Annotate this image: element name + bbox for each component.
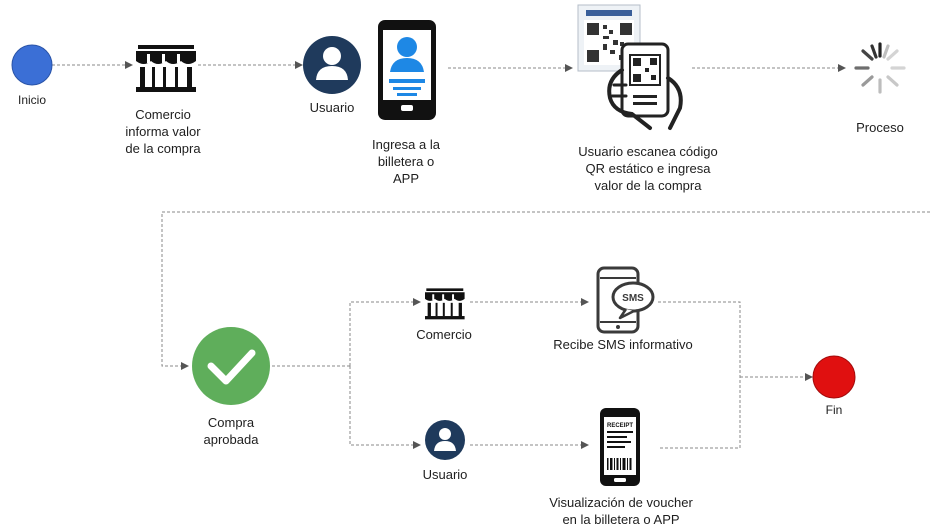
proceso-label: Proceso — [856, 120, 904, 135]
user-avatar-icon — [303, 36, 361, 94]
qr-scan-icon — [577, 4, 683, 130]
connector-sms-merge — [658, 301, 741, 449]
escanea-line-3: valor de la compra — [594, 178, 702, 193]
ingresa-label: Ingresa a la billetera o APP — [354, 136, 458, 187]
inicio-label: Inicio — [17, 93, 46, 107]
fin-label: Fin — [825, 403, 843, 417]
comercio-informa-line-2: informa valor — [125, 124, 201, 139]
connectors — [52, 61, 930, 449]
start-node-icon — [11, 44, 53, 86]
approved-check-icon — [192, 327, 270, 405]
ingresa-line-2: billetera o — [377, 154, 435, 169]
voucher-label: Visualización de voucher en la billetera… — [526, 494, 716, 528]
comercio-informa-line-3: de la compra — [125, 141, 201, 156]
end-node-icon — [812, 355, 856, 399]
compra-aprobada-label: Compra aprobada — [186, 414, 276, 448]
comercio-informa-label: Comercio informa valor de la compra — [108, 106, 218, 157]
voucher-line-1: Visualización de voucher — [549, 495, 693, 510]
usuario-bottom-label: Usuario — [422, 467, 468, 482]
connector-branch-comercio — [349, 298, 421, 366]
compra-aprobada-line-2: aprobada — [203, 432, 259, 447]
store-icon — [136, 45, 196, 92]
user-avatar-small-icon — [425, 420, 465, 460]
recibe-sms-label: Recibe SMS informativo — [553, 337, 693, 352]
comercio-bottom-label: Comercio — [416, 327, 472, 342]
ingresa-line-3: APP — [392, 171, 419, 186]
escanea-line-2: QR estático e ingresa — [585, 161, 711, 176]
escanea-label: Usuario escanea código QR estático e ing… — [550, 143, 746, 194]
receipt-icon-text: RECEIPT — [607, 423, 633, 429]
receipt-phone-icon: RECEIPT — [600, 408, 640, 486]
connector-branch-usuario — [349, 366, 421, 449]
voucher-line-2: en la billetera o APP — [562, 512, 680, 527]
phone-app-icon — [378, 20, 436, 120]
escanea-line-1: Usuario escanea código — [578, 144, 718, 159]
connector-proceso-compra — [161, 211, 930, 370]
compra-aprobada-line-1: Compra — [207, 415, 255, 430]
sms-phone-icon: SMS — [596, 266, 655, 334]
comercio-informa-line-1: Comercio — [135, 107, 191, 122]
sms-icon-text: SMS — [622, 293, 644, 304]
usuario-top-label: Usuario — [309, 100, 355, 115]
loading-spinner-icon — [854, 42, 906, 94]
ingresa-line-1: Ingresa a la — [372, 137, 440, 152]
store-small-icon — [425, 288, 465, 320]
